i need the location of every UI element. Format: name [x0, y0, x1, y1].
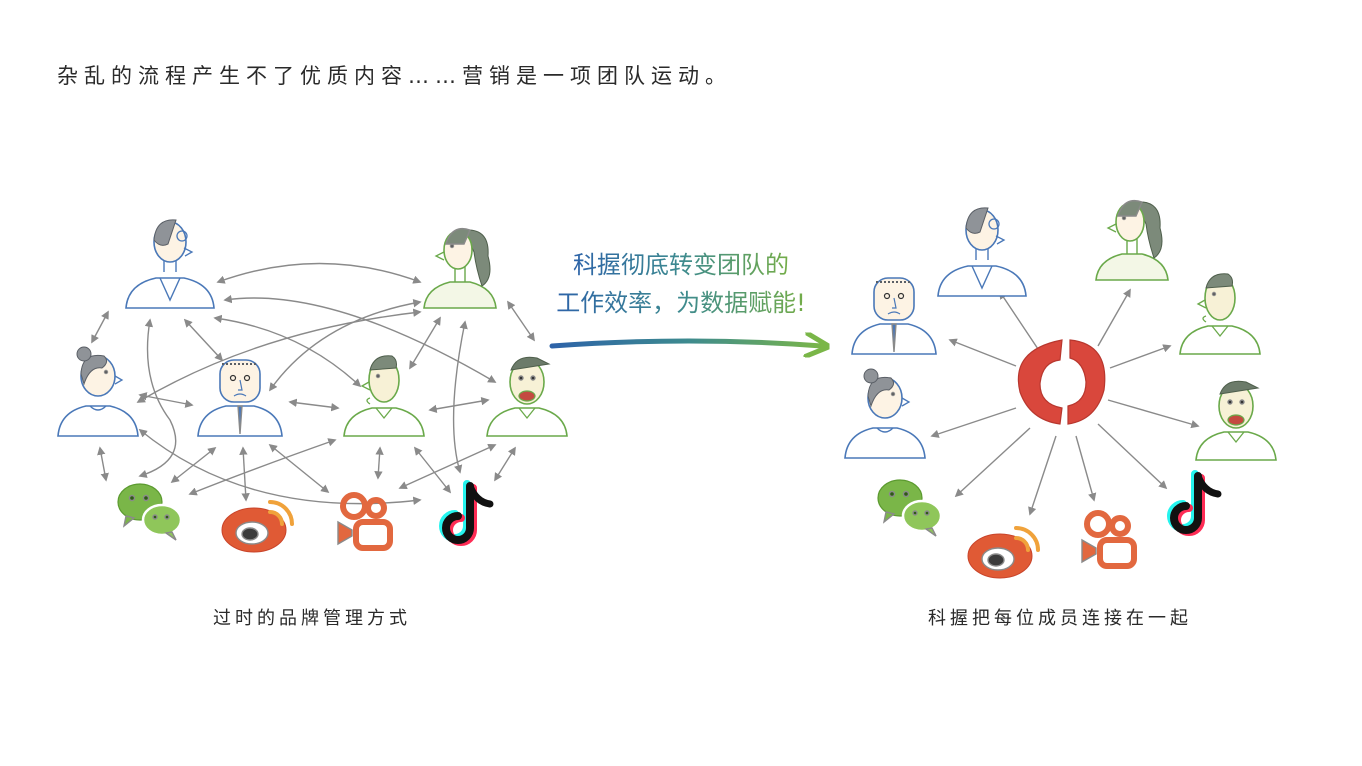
person-ponytail-woman — [1095, 199, 1169, 281]
right-caption: 科握把每位成员连接在一起 — [928, 608, 1192, 629]
person-suit-man — [851, 277, 937, 355]
person-ponytail-woman — [423, 227, 497, 309]
person-cap-man — [486, 356, 568, 437]
person-bun-woman — [57, 346, 139, 437]
left-arrows — [91, 262, 535, 505]
kuaishou-icon — [1082, 513, 1134, 566]
slogan-line-1: 科握彻底转变团队的 — [573, 245, 789, 280]
douyin-icon — [1171, 474, 1218, 532]
weibo-icon — [220, 500, 294, 554]
person-cap-man — [1195, 380, 1277, 461]
person-bun-woman — [844, 368, 926, 459]
person-green-man — [1179, 272, 1261, 355]
left-panel — [57, 219, 568, 554]
douyin-icon — [443, 484, 490, 542]
right-panel — [844, 199, 1277, 580]
right-arrows — [930, 288, 1200, 516]
page-title: 杂乱的流程产生不了优质内容……营销是一项团队运动。 — [57, 64, 732, 88]
wechat-icon — [876, 478, 943, 538]
weibo-icon — [966, 526, 1040, 580]
person-suit-man — [197, 359, 283, 437]
person-glasses-man — [125, 219, 215, 309]
left-caption: 过时的品牌管理方式 — [213, 608, 411, 629]
wechat-icon — [116, 482, 183, 542]
kuaishou-icon — [338, 495, 390, 548]
kewo-logo — [1017, 339, 1106, 425]
person-glasses-man — [937, 207, 1027, 297]
person-green-man — [343, 354, 425, 437]
slogan-line-2: 工作效率，为数据赋能! — [556, 283, 806, 318]
transform-arrow — [549, 341, 822, 346]
